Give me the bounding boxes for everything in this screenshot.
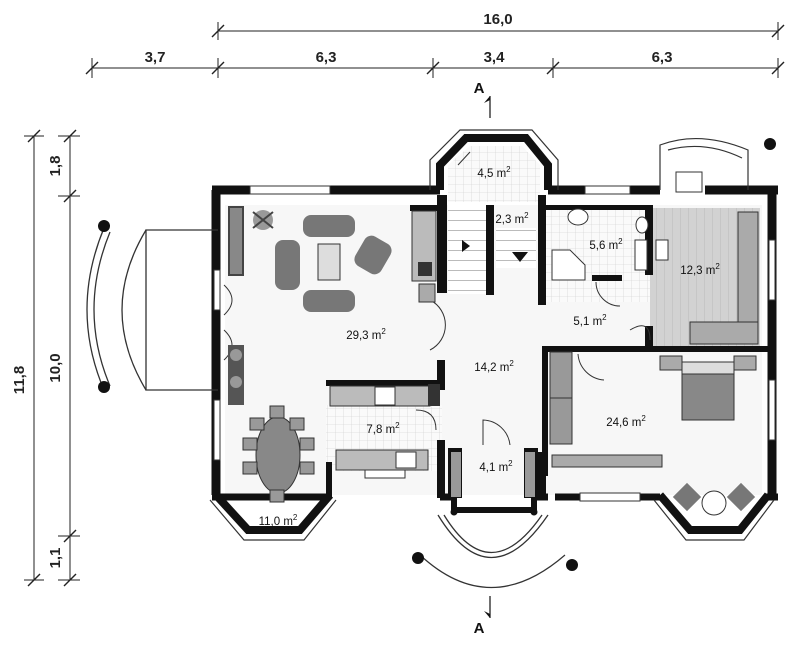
svg-text:A: A (474, 620, 485, 637)
room-label-hall-corridor: 5,1 m2 (573, 313, 607, 328)
windows (213, 185, 776, 502)
room-label-stair-landing: 2,3 m2 (495, 211, 529, 226)
room-label-kitchen: 7,8 m2 (366, 421, 400, 436)
room-label-bedroom: 24,6 m2 (606, 414, 646, 429)
dimension-lines (24, 22, 785, 587)
svg-text:A: A (474, 80, 485, 97)
dim-top-total: 16,0 (483, 11, 512, 28)
dim-top-seg-4: 6,3 (652, 49, 673, 66)
room-label-hall: 14,2 m2 (474, 359, 514, 374)
dim-left-bottom: 1,1 (47, 548, 64, 569)
room-labels: 4,5 m2 2,3 m2 5,6 m2 12,3 m2 29,3 m2 5,1… (259, 165, 721, 528)
section-marker-top: A (474, 80, 491, 118)
section-marker-bottom: A (474, 596, 491, 637)
dim-top-seg-1: 3,7 (145, 49, 166, 66)
room-label-garage: 12,3 m2 (680, 262, 720, 277)
dim-left-top: 1,8 (47, 156, 64, 177)
dim-top-seg-3: 3,4 (484, 49, 506, 66)
room-label-vestibule: 4,1 m2 (479, 459, 513, 474)
room-label-bay-north: 4,5 m2 (477, 165, 511, 180)
plant-icon (252, 210, 274, 230)
room-label-dining: 11,0 m2 (259, 513, 298, 528)
dim-left-inner: 10,0 (47, 353, 64, 382)
room-label-bathroom: 5,6 m2 (589, 237, 623, 252)
furniture (228, 151, 759, 516)
walls (86, 129, 778, 589)
dim-left-total: 11,8 (11, 366, 28, 394)
room-label-living: 29,3 m2 (346, 327, 386, 342)
dim-top-seg-2: 6,3 (316, 49, 337, 66)
